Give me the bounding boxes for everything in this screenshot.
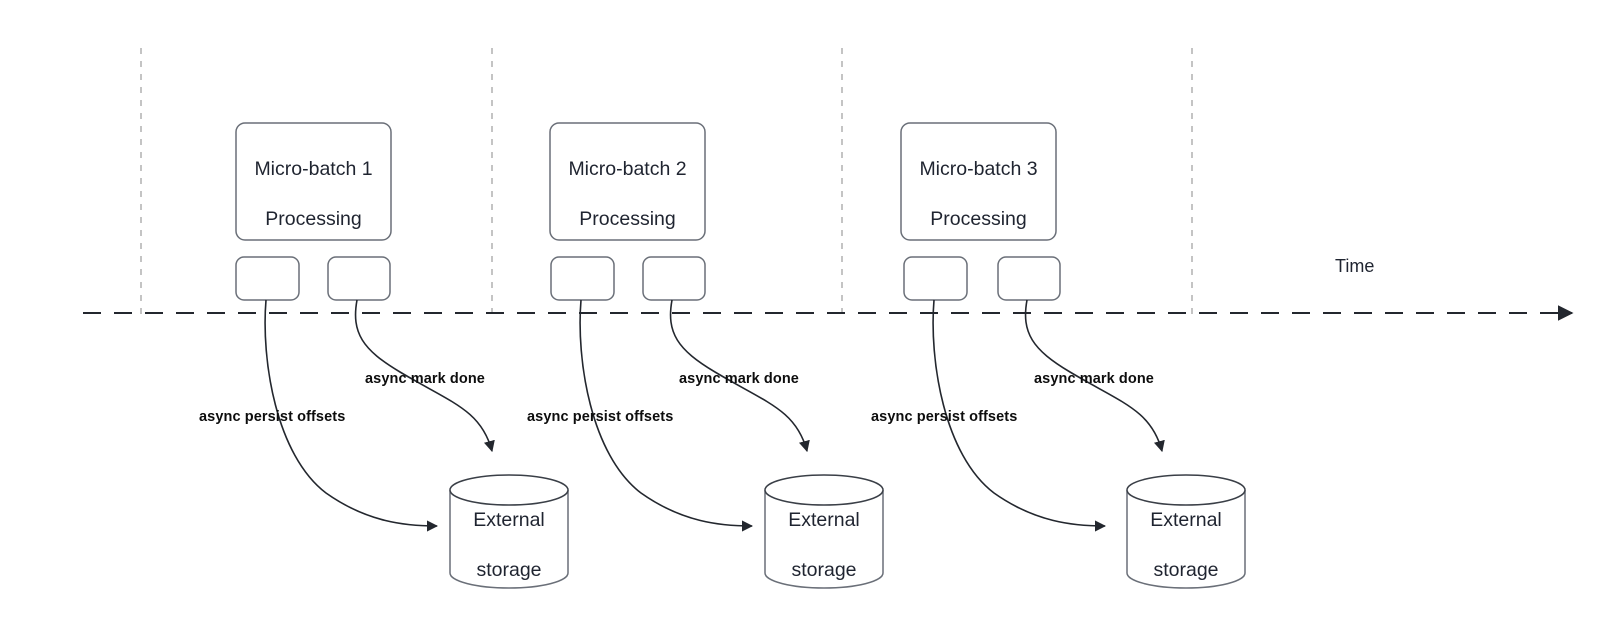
- edge-label-persist-1: async persist offsets: [199, 409, 346, 425]
- external-storage-3-cylinder[interactable]: [1126, 474, 1246, 589]
- edge-label-mark-2: async mark done: [679, 371, 799, 387]
- edge-label-persist-3: async persist offsets: [871, 409, 1018, 425]
- task-2-a-box[interactable]: [550, 256, 615, 301]
- edge-persist-2: [579, 299, 754, 532]
- edge-mark-1: [354, 299, 495, 453]
- micro-batch-1-box[interactable]: [235, 122, 392, 241]
- edge-label-mark-3: async mark done: [1034, 371, 1154, 387]
- external-storage-1-cylinder[interactable]: [449, 474, 569, 589]
- timeline-axis-label: Time: [1335, 256, 1375, 276]
- edge-persist-1: [264, 299, 439, 532]
- task-1-b-box[interactable]: [327, 256, 391, 301]
- task-1-a-box[interactable]: [235, 256, 300, 301]
- group-2-shapes: [549, 122, 884, 589]
- edge-mark-3: [1024, 299, 1165, 453]
- task-3-a-box[interactable]: [903, 256, 968, 301]
- task-3-b-box[interactable]: [997, 256, 1061, 301]
- external-storage-2-cylinder[interactable]: [764, 474, 884, 589]
- micro-batch-2-box[interactable]: [549, 122, 706, 241]
- group-3-shapes: [900, 122, 1246, 589]
- edge-label-mark-1: async mark done: [365, 371, 485, 387]
- micro-batch-3-box[interactable]: [900, 122, 1057, 241]
- task-2-b-box[interactable]: [642, 256, 706, 301]
- edge-label-persist-2: async persist offsets: [527, 409, 674, 425]
- batch-boundary-guides: [140, 48, 1193, 316]
- edge-mark-2: [669, 299, 810, 453]
- edge-persist-3: [932, 299, 1107, 532]
- group-1-shapes: [235, 122, 569, 589]
